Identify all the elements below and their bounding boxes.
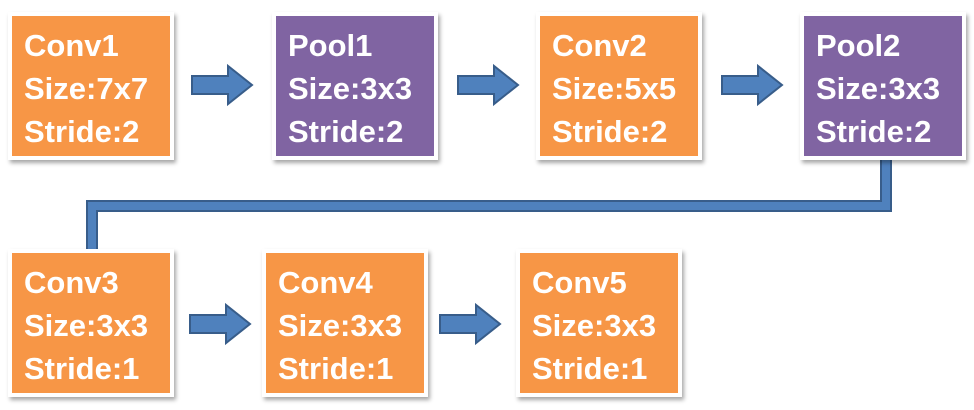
node-stride: Stride:1 <box>532 351 648 386</box>
node-size: Size:3x3 <box>532 308 657 343</box>
node-conv3: Conv3 Size:3x3 Stride:1 <box>8 249 174 397</box>
node-stride: Stride:2 <box>552 114 668 149</box>
node-conv5: Conv5 Size:3x3 Stride:1 <box>516 249 682 397</box>
edge-pool2-conv3-inner <box>88 160 890 249</box>
node-size: Size:3x3 <box>278 308 403 343</box>
node-stride: Stride:2 <box>24 114 140 149</box>
node-stride: Stride:1 <box>24 351 140 386</box>
node-stride: Stride:1 <box>278 351 394 386</box>
arrow-conv1-pool1 <box>191 63 254 107</box>
node-conv2: Conv2 Size:5x5 Stride:2 <box>536 12 702 160</box>
node-size: Size:5x5 <box>552 71 677 106</box>
node-title: Conv4 <box>278 265 373 300</box>
node-conv4: Conv4 Size:3x3 Stride:1 <box>262 249 428 397</box>
node-conv1: Conv1 Size:7x7 Stride:2 <box>8 12 174 160</box>
arrow-conv2-pool2 <box>721 63 784 107</box>
node-title: Conv5 <box>532 265 627 300</box>
node-title: Conv3 <box>24 265 119 300</box>
node-size: Size:3x3 <box>816 71 941 106</box>
node-title: Conv2 <box>552 28 647 63</box>
node-size: Size:7x7 <box>24 71 149 106</box>
arrow-conv3-conv4 <box>189 302 252 346</box>
node-title: Conv1 <box>24 28 119 63</box>
node-pool2: Pool2 Size:3x3 Stride:2 <box>800 12 966 160</box>
node-title: Pool2 <box>816 28 901 63</box>
node-stride: Stride:2 <box>288 114 404 149</box>
node-stride: Stride:2 <box>816 114 932 149</box>
arrow-conv4-conv5 <box>439 302 502 346</box>
node-title: Pool1 <box>288 28 373 63</box>
node-size: Size:3x3 <box>288 71 413 106</box>
arrow-pool1-conv2 <box>457 63 520 107</box>
node-size: Size:3x3 <box>24 308 149 343</box>
node-pool1: Pool1 Size:3x3 Stride:2 <box>272 12 438 160</box>
